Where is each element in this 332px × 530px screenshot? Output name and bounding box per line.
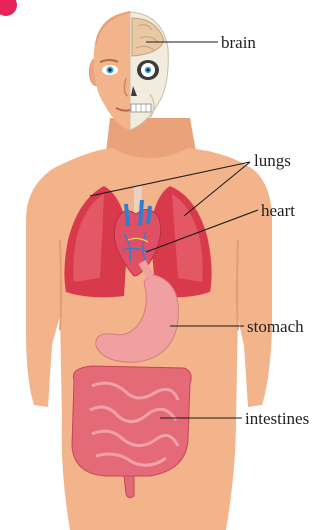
label-heart: heart: [261, 201, 295, 220]
head: [89, 12, 168, 130]
corner-badge: [0, 0, 17, 16]
label-brain: brain: [221, 33, 256, 52]
label-intestines: intestines: [245, 409, 309, 428]
label-stomach: stomach: [247, 317, 304, 336]
label-lungs: lungs: [254, 151, 291, 170]
